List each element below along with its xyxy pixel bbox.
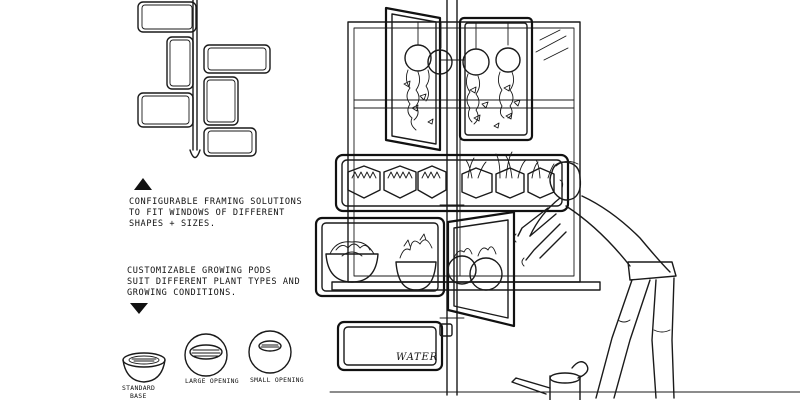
pods-note-line3: GROWING CONDITIONS. — [127, 288, 237, 298]
pod-large-opening-icon — [185, 334, 227, 376]
watering-can-icon — [512, 362, 588, 400]
triangle-up-icon — [134, 178, 152, 190]
middle-pod-shelf — [336, 152, 568, 211]
framing-note-line2: TO FIT WINDOWS OF DIFFERENT — [129, 208, 285, 218]
pods-note-line1: CUSTOMIZABLE GROWING PODS — [127, 266, 271, 276]
pod-standard-base-icon — [123, 353, 165, 382]
pod-type-label: LARGE OPENING — [185, 377, 239, 385]
framing-note-line1: CONFIGURABLE FRAMING SOLUTIONS — [129, 197, 302, 207]
lower-pod-unit — [316, 212, 514, 326]
pod-type-label: STANDARD — [122, 384, 155, 392]
water-tank-label: WATER — [396, 352, 438, 363]
pod-small-opening-icon — [249, 331, 291, 373]
framing-diagram — [138, 0, 270, 158]
hanging-pod-unit — [386, 8, 532, 150]
pods-note-line2: SUIT DIFFERENT PLANT TYPES AND — [127, 277, 300, 287]
pod-type-label: SMALL OPENING — [250, 376, 304, 384]
pod-type-sublabel: BASE — [130, 392, 147, 400]
framing-note-line3: SHAPES + SIZES. — [129, 219, 216, 229]
triangle-down-icon — [130, 303, 148, 314]
